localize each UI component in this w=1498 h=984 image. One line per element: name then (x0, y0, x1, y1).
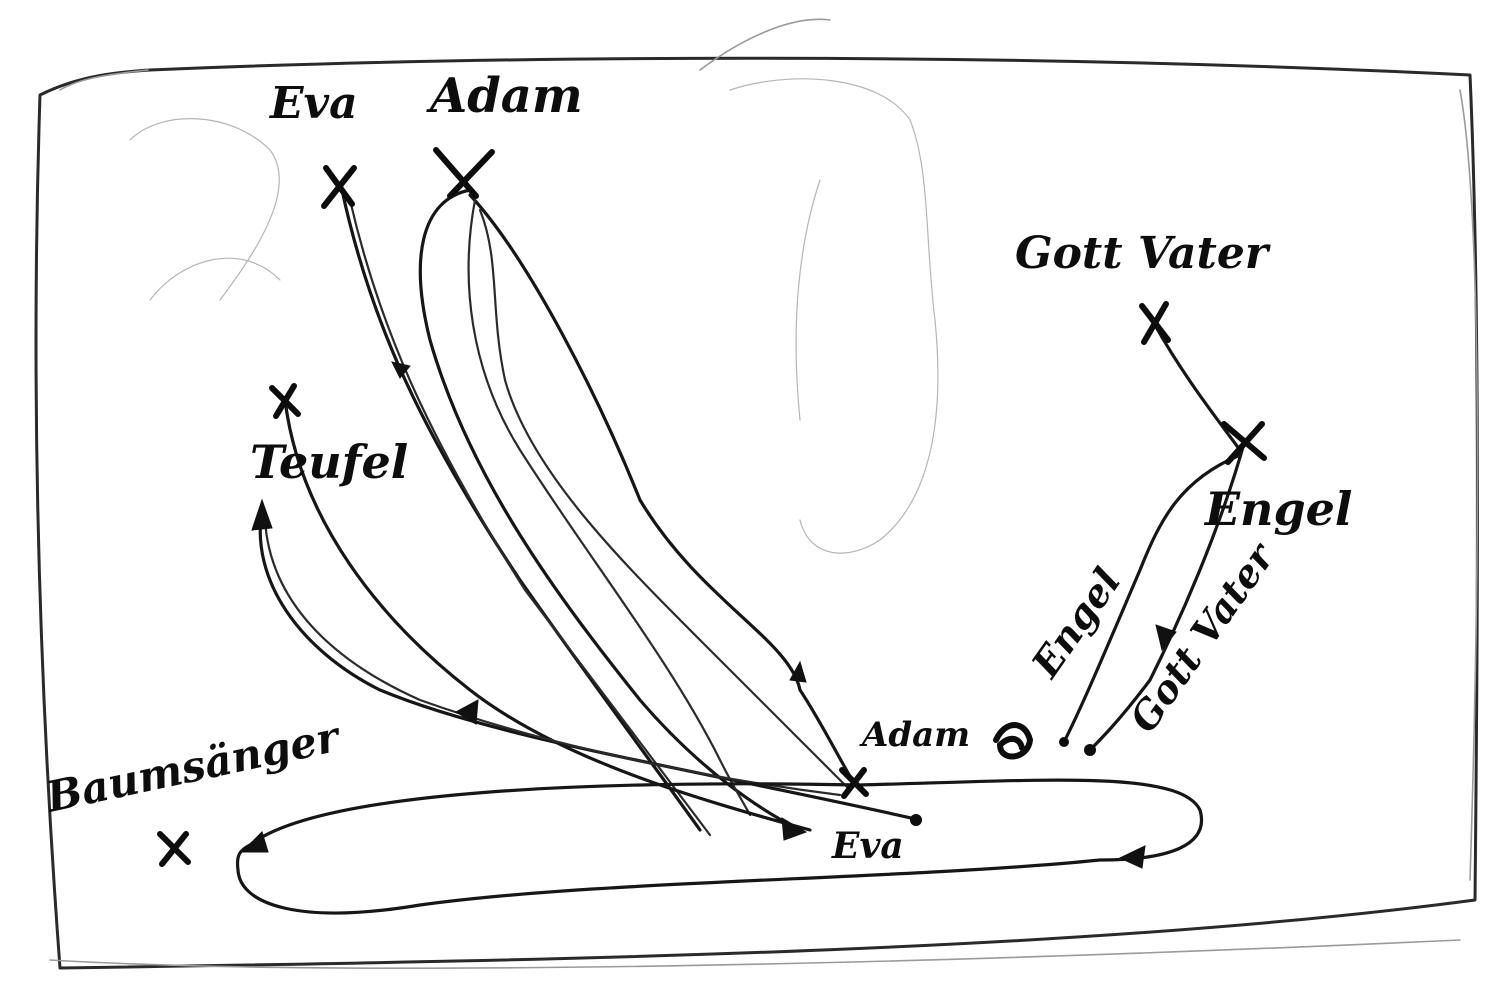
label-eva-bottom: Eva (831, 825, 904, 867)
path-gott-vater (1155, 325, 1240, 450)
x-mark-eva (324, 168, 354, 206)
path-baumsaenger-loop (238, 780, 1202, 913)
label-engel-right: Engel (1203, 482, 1352, 536)
dot-eva-end (910, 814, 922, 826)
label-adam-bottom: Adam (859, 715, 970, 755)
label-gott-vater-top: Gott Vater (1015, 228, 1271, 279)
movement-paths (238, 190, 1246, 913)
x-mark-teufel (272, 386, 298, 416)
path-adam-loop-outer (470, 195, 855, 785)
label-adam-top: Adam (426, 68, 583, 124)
x-mark-adam-bottom (842, 770, 866, 796)
dot-gott-vater-end (1084, 744, 1096, 756)
x-mark-gott-vater (1142, 304, 1168, 342)
path-teufel-return (260, 510, 920, 820)
labels: Eva Adam Gott Vater Teufel Engel Engel G… (41, 68, 1353, 867)
x-mark-adam (436, 150, 492, 196)
label-eva-top: Eva (268, 78, 358, 129)
scribble-mark (996, 725, 1030, 756)
label-teufel: Teufel (250, 435, 408, 489)
label-baumsaenger: Baumsänger (41, 711, 346, 822)
x-mark-engel (1224, 424, 1264, 462)
dot-engel-end (1059, 737, 1069, 747)
x-mark-baumsaenger (160, 834, 188, 864)
label-engel-left: Engel (1022, 560, 1129, 686)
